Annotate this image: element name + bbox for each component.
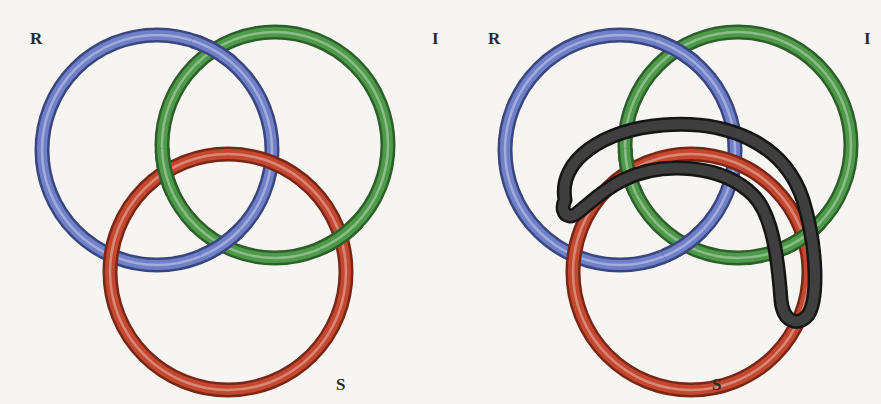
ring-letter: I (864, 30, 871, 47)
fourth-ring (563, 124, 815, 321)
ring-letter: S (336, 376, 345, 393)
ring-letter: S (712, 376, 721, 393)
ring-letter: I (432, 30, 439, 47)
three-rings (42, 32, 388, 390)
ring-letter: R (30, 30, 42, 47)
four-rings (505, 32, 851, 390)
ring-letter: R (488, 30, 500, 47)
